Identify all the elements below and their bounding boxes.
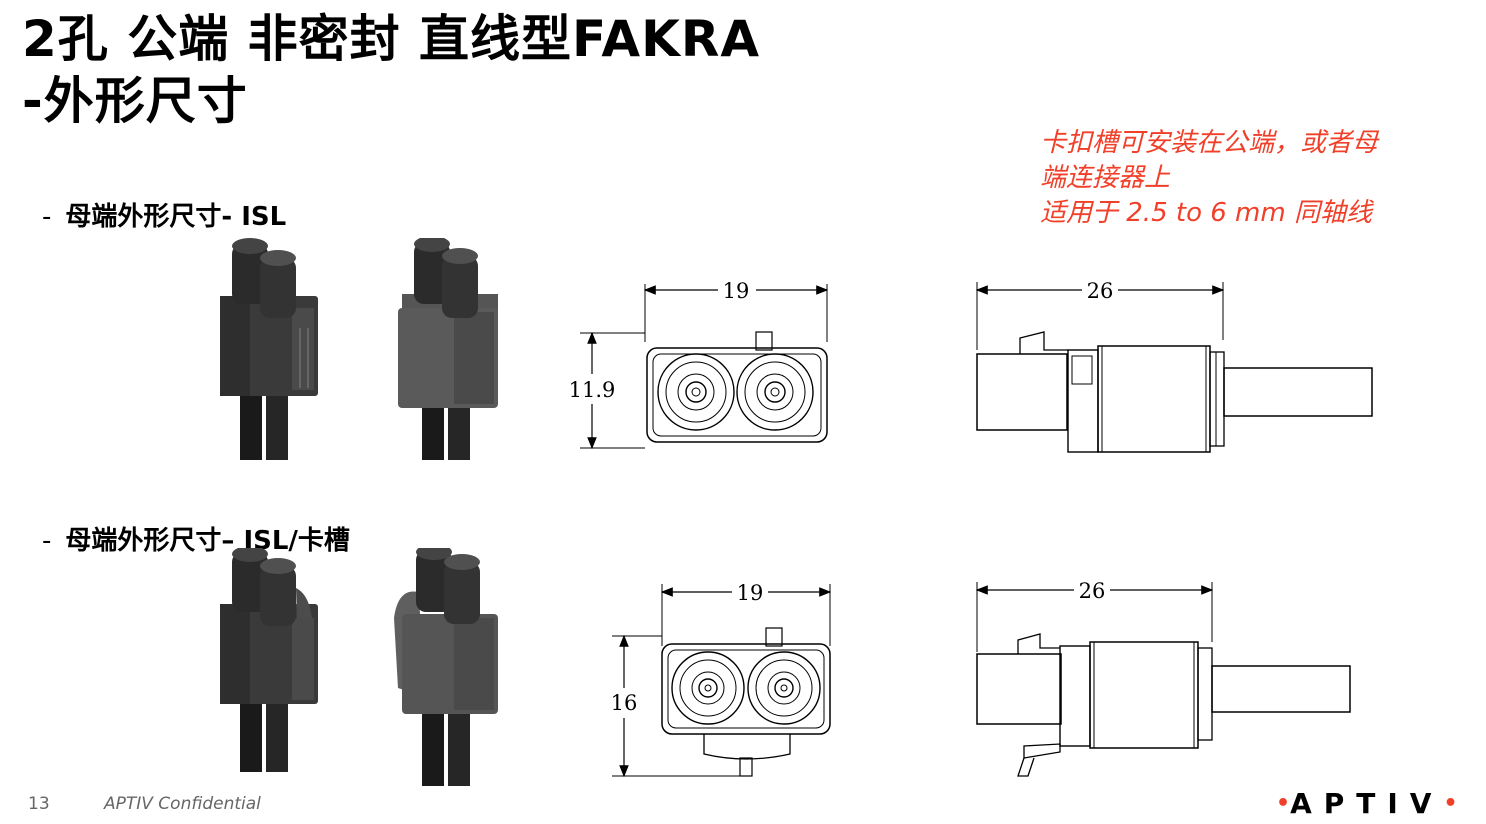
note-line-3: 适用于 2.5 to 6 mm 同轴线 [1040, 198, 1372, 228]
connector-isl-latch-render-2 [394, 548, 498, 786]
connector-isl-render-2 [398, 238, 498, 460]
connector-isl-latch-render-1 [220, 548, 318, 772]
section-1-heading: -母端外形尺寸- ISL [42, 196, 286, 233]
connector-isl-render-1 [220, 238, 318, 460]
bullet-dash: - [42, 202, 52, 232]
logo-dot-right: • [1443, 791, 1458, 816]
note-line-2: 端连接器上 [1040, 163, 1171, 193]
bullet-dash: - [42, 526, 52, 556]
section-2-label: 母端外形尺寸– ISL/卡槽 [65, 526, 350, 556]
slide-title: 2孔 公端 非密封 直线型FAKRA -外形尺寸 [22, 8, 760, 132]
width-dim-label-1: 19 [723, 279, 750, 303]
red-note: 卡扣槽可安装在公端，或者母 端连接器上 适用于 2.5 to 6 mm 同轴线 [1040, 126, 1460, 231]
logo-text: APTIV [1290, 787, 1444, 820]
title-line-2: -外形尺寸 [22, 72, 248, 130]
aptiv-logo: •APTIV• [1276, 787, 1458, 820]
length-dim-label-1: 26 [1087, 279, 1114, 303]
section-2-heading: -母端外形尺寸– ISL/卡槽 [42, 520, 350, 557]
height-dim-label-1: 11.9 [569, 378, 616, 402]
section-1-label: 母端外形尺寸- ISL [65, 202, 287, 232]
logo-dot-left: • [1276, 791, 1291, 816]
side-view-drawing-2: 26 [975, 579, 1351, 777]
confidential-label: APTIV Confidential [104, 794, 261, 814]
note-line-1: 卡扣槽可安装在公端，或者母 [1040, 128, 1379, 158]
title-line-1: 2孔 公端 非密封 直线型FAKRA [22, 10, 761, 68]
width-dim-label-2: 19 [737, 581, 764, 605]
side-view-drawing-1: 26 [975, 279, 1373, 453]
length-dim-label-2: 26 [1079, 579, 1106, 603]
height-dim-label-2: 16 [611, 691, 638, 715]
page-number: 13 [28, 794, 50, 814]
front-view-drawing-2: 19 16 [611, 581, 832, 778]
front-view-drawing-1: 19 11.9 [569, 279, 829, 450]
